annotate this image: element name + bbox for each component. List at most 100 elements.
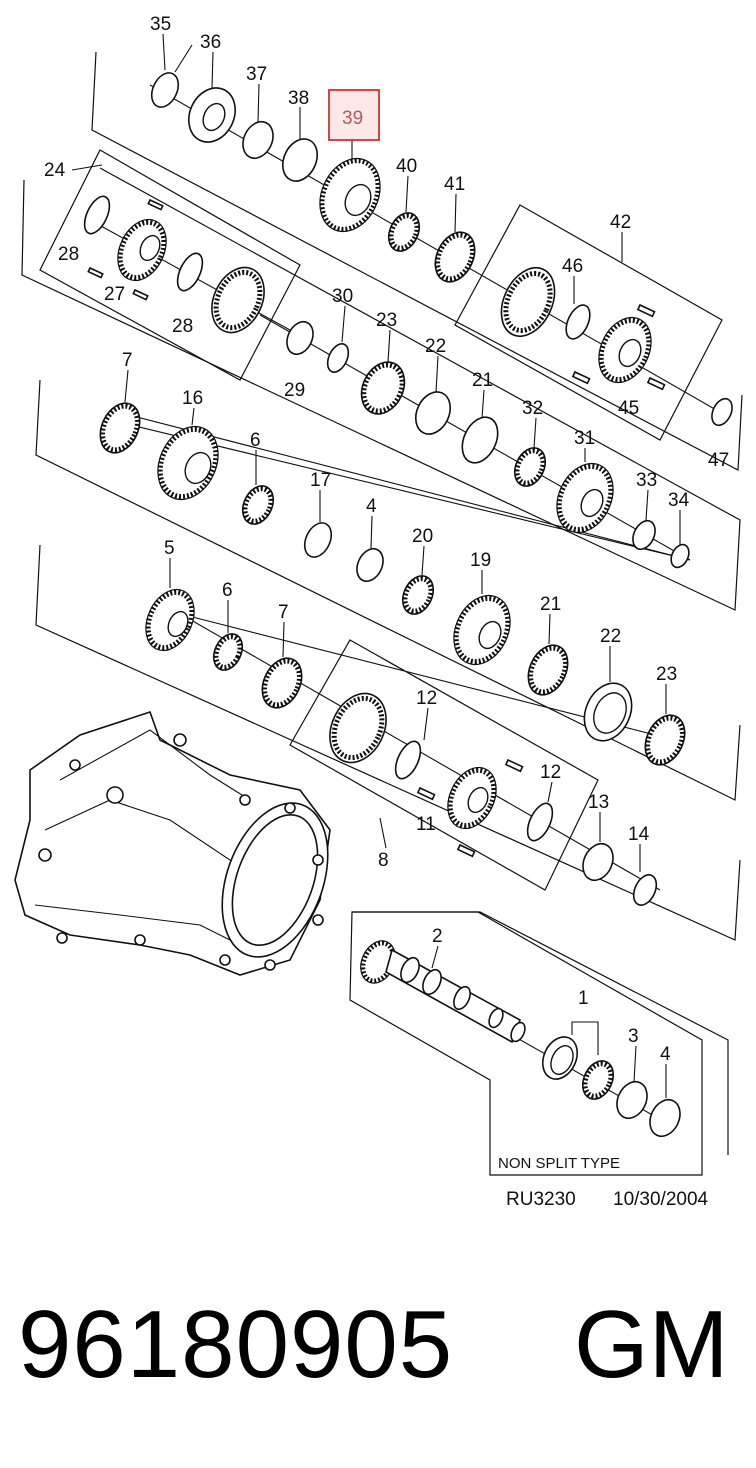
label-5: 5	[164, 538, 175, 559]
ring-13	[582, 842, 614, 882]
ring-22-top	[414, 391, 452, 435]
label-21-bottom: 21	[540, 594, 561, 615]
exploded-parts-diagram: 35 36 37 38 39 40 41 42 46 45 47 24 28 2…	[14, 14, 743, 1210]
ring-37	[242, 120, 274, 160]
gear-19	[453, 594, 511, 666]
label-3: 3	[628, 1026, 639, 1047]
brand-name: GM	[574, 1291, 729, 1398]
hub-42	[598, 316, 652, 384]
bearing-20	[401, 575, 435, 615]
bearing-1	[541, 1021, 615, 1100]
label-41: 41	[444, 174, 465, 195]
leader-lines	[71, 33, 681, 1098]
gear-5	[145, 588, 195, 652]
label-6-top: 6	[250, 430, 261, 451]
label-20: 20	[412, 526, 433, 547]
ring-33	[632, 519, 656, 551]
synchro-23-top	[360, 361, 406, 415]
ring-4-top	[356, 547, 384, 583]
ring-12-left	[394, 740, 422, 780]
ring-38	[281, 138, 319, 182]
hub-24	[117, 218, 167, 282]
label-40: 40	[396, 156, 417, 177]
ring-29	[286, 320, 314, 356]
bearing-6-bottom	[212, 633, 244, 671]
synchro-7-bottom	[261, 657, 303, 709]
label-14: 14	[628, 824, 650, 845]
label-22-bottom: 22	[600, 626, 621, 647]
ref-date: 10/30/2004	[613, 1189, 709, 1210]
bearing-6-top	[241, 485, 275, 525]
ring-34	[670, 543, 690, 569]
sleeve-24	[211, 266, 265, 334]
ring-46	[565, 304, 591, 340]
label-29: 29	[284, 380, 305, 401]
label-22-top: 22	[425, 336, 446, 357]
label-2: 2	[432, 926, 443, 947]
synchro-21-bottom	[527, 644, 569, 696]
ref-code: RU3230	[506, 1189, 576, 1210]
bearing-36	[188, 87, 236, 143]
label-32: 32	[522, 398, 543, 419]
label-27: 27	[104, 284, 125, 305]
label-16: 16	[182, 388, 203, 409]
synchro-ring-41	[434, 231, 476, 283]
label-35: 35	[150, 14, 171, 35]
label-38: 38	[288, 88, 309, 109]
label-19: 19	[470, 550, 491, 571]
label-47: 47	[708, 450, 729, 471]
label-37: 37	[246, 64, 267, 85]
gear-16	[157, 425, 219, 501]
label-24: 24	[44, 160, 66, 181]
label-12-right: 12	[540, 762, 561, 783]
ring-47	[711, 397, 733, 427]
label-4-top: 4	[366, 496, 377, 517]
label-34: 34	[668, 490, 690, 511]
label-8: 8	[378, 850, 389, 871]
label-23-bottom: 23	[656, 664, 677, 685]
gear-39	[319, 157, 381, 233]
label-21-top: 21	[472, 370, 493, 391]
hub-8	[447, 766, 497, 830]
sleeve-8	[329, 692, 387, 764]
label-33: 33	[636, 470, 657, 491]
callout-labels: 35 36 37 38 39 40 41 42 46 45 47 24 28 2…	[44, 14, 729, 1065]
ring-3	[616, 1080, 648, 1120]
ring-14	[632, 874, 658, 906]
label-7-bottom: 7	[278, 602, 289, 623]
part-number: 96180905	[18, 1291, 454, 1398]
highlight-box-39	[328, 89, 380, 141]
non-split-caption: NON SPLIT TYPE	[498, 1155, 620, 1172]
ring-28-right	[176, 252, 204, 292]
key-11	[416, 758, 524, 858]
bearing-32	[513, 447, 547, 487]
label-13: 13	[588, 792, 609, 813]
needle-bearing-40	[387, 212, 421, 252]
ring-12-right	[526, 802, 554, 842]
synchro-sleeve-42	[500, 267, 556, 337]
synchro-23-bottom	[644, 714, 686, 766]
frame-lines	[21, 51, 743, 1176]
label-36: 36	[200, 32, 221, 53]
label-42: 42	[610, 212, 631, 233]
label-7-top: 7	[122, 350, 133, 371]
label-31: 31	[574, 428, 595, 449]
label-30: 30	[332, 286, 353, 307]
label-11: 11	[416, 814, 436, 835]
label-23-top: 23	[376, 310, 397, 331]
key-27	[87, 198, 164, 301]
label-46: 46	[562, 256, 583, 277]
label-1: 1	[578, 988, 589, 1009]
label-12-left: 12	[416, 688, 437, 709]
label-6-bottom: 6	[222, 580, 233, 601]
key-45	[571, 303, 666, 391]
label-45: 45	[618, 398, 639, 419]
ring-30	[326, 343, 350, 373]
gear-31	[556, 462, 614, 534]
label-4-bottom: 4	[660, 1044, 671, 1065]
transmission-case	[14, 710, 331, 976]
label-28-left: 28	[58, 244, 79, 265]
ring-21-top	[461, 416, 499, 464]
main-shaft-2	[360, 940, 526, 1044]
label-28-right: 28	[172, 316, 193, 337]
